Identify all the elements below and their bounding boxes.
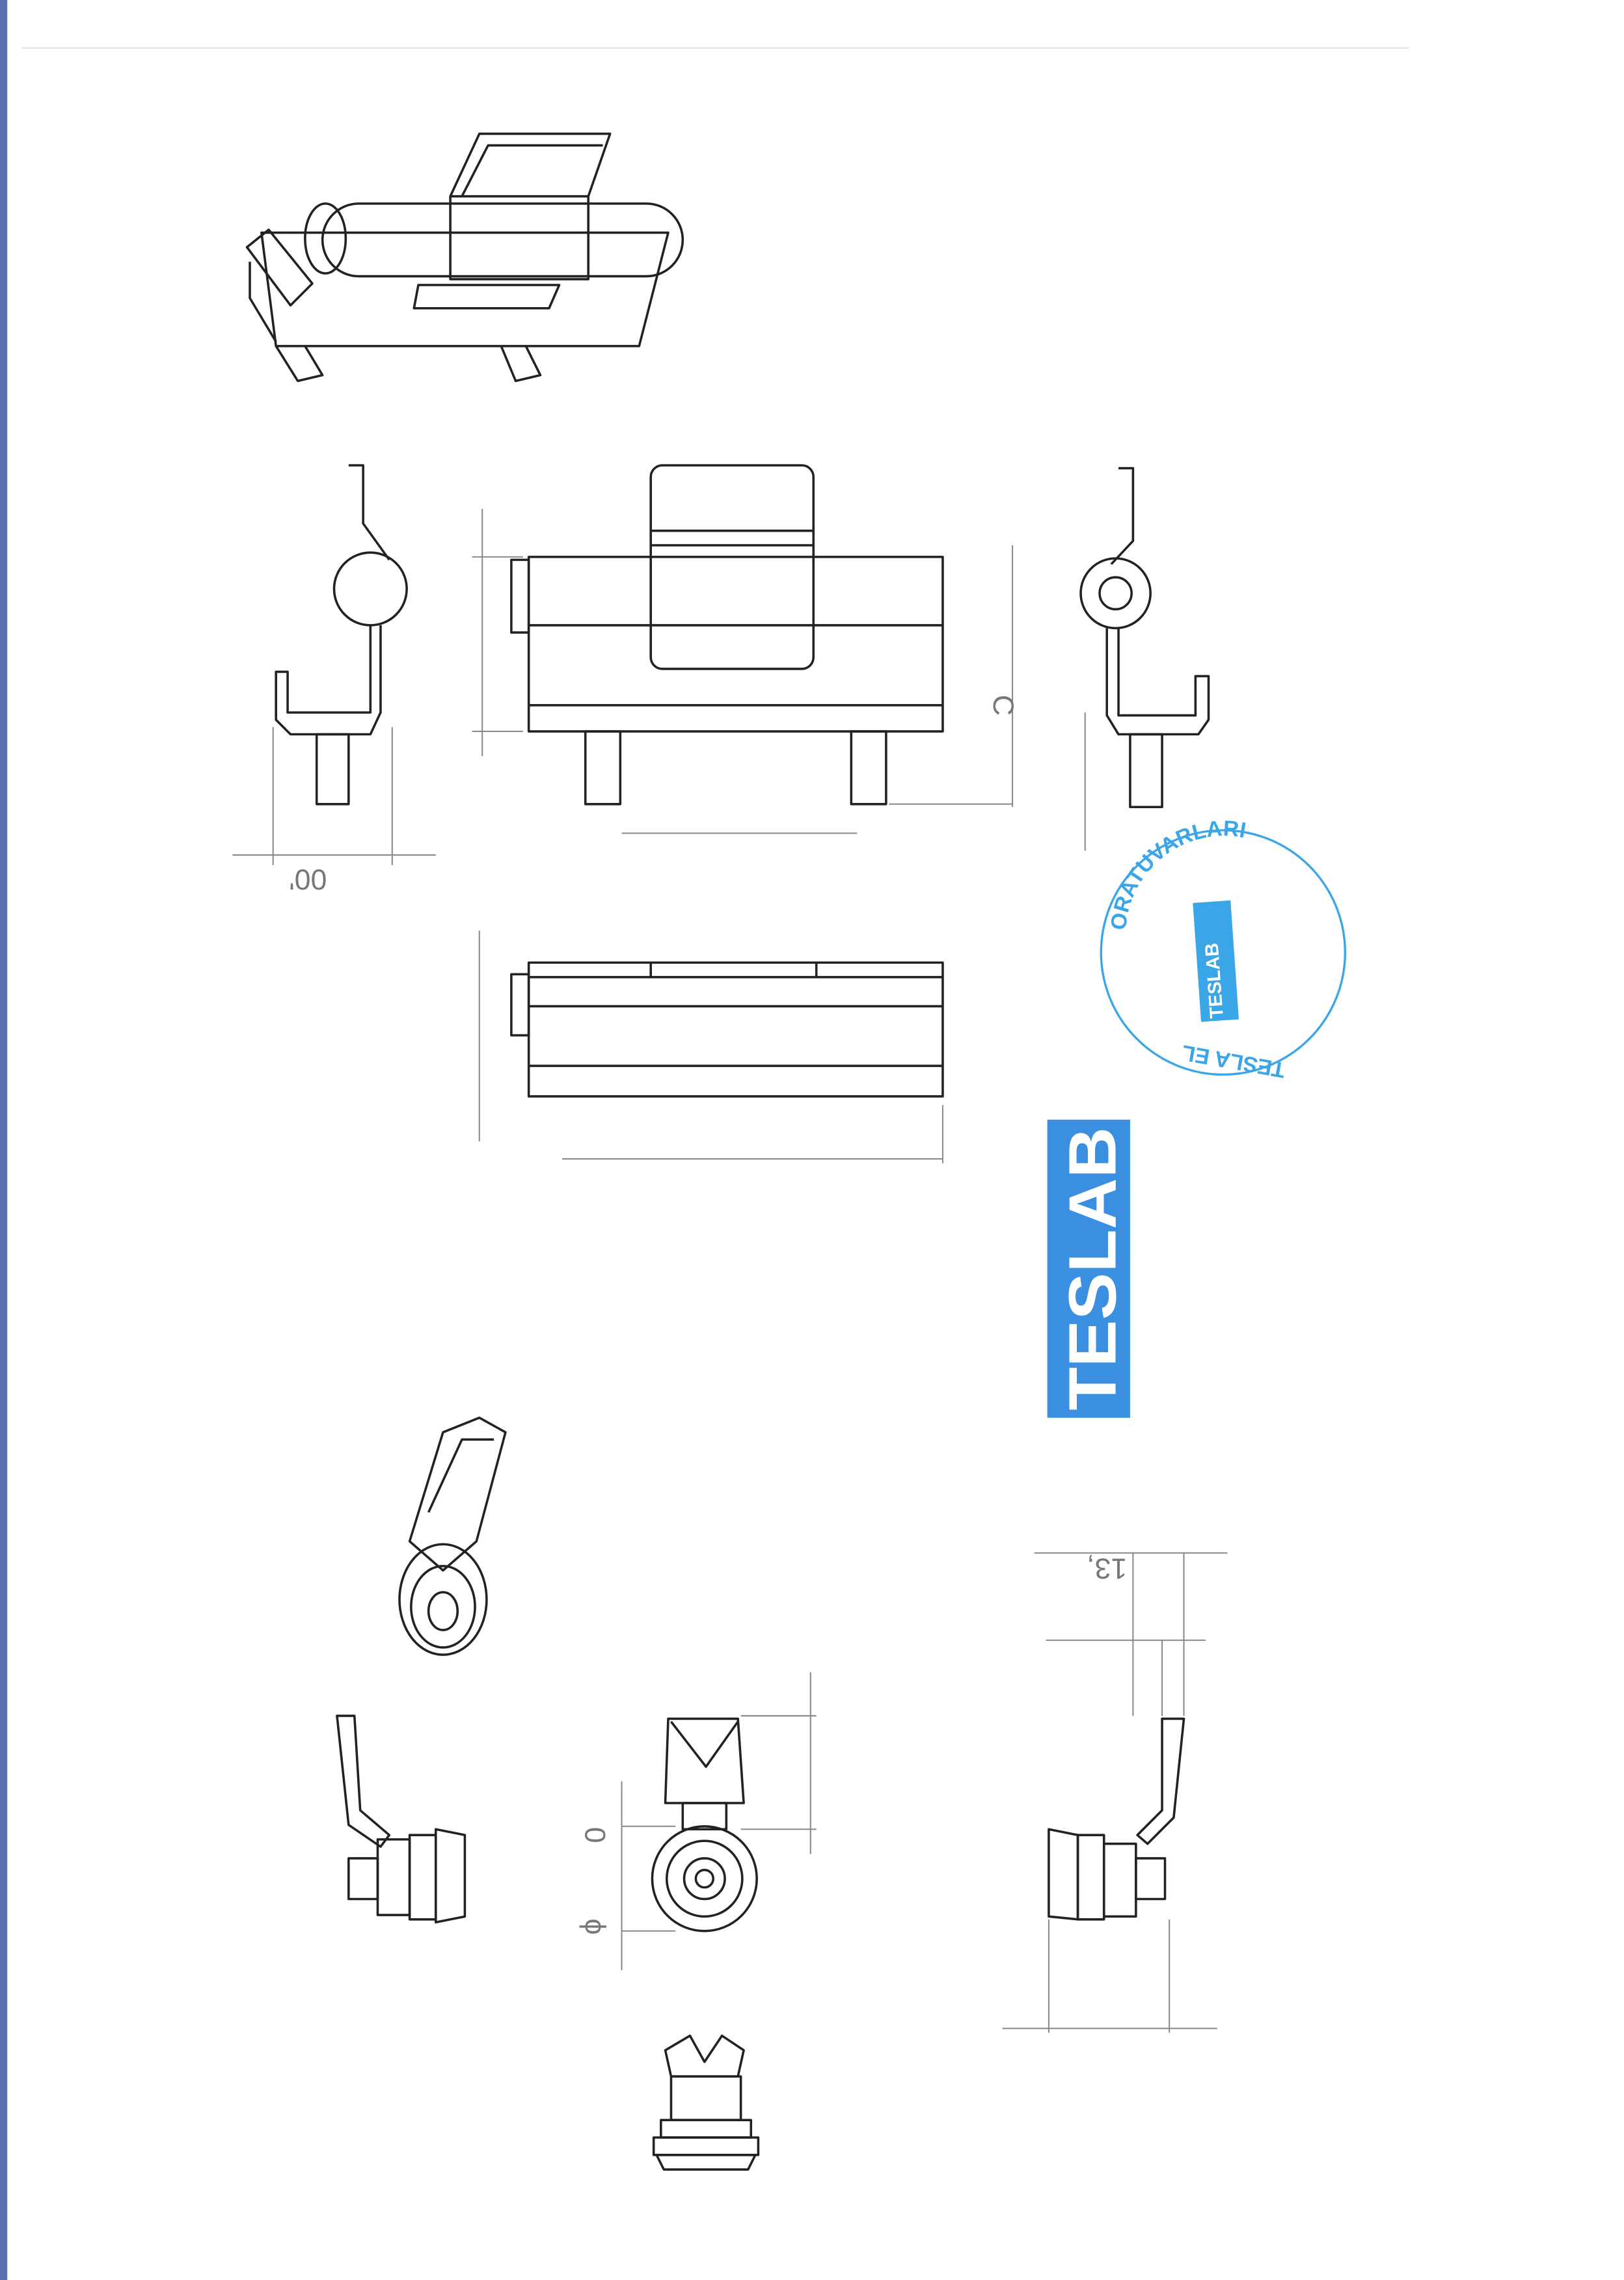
top-view-dimensions (478, 930, 943, 1163)
camlock-front-view (651, 1717, 758, 1933)
dim-label-lock-offset: 13, (1087, 1553, 1127, 1584)
front-view-dimensions (472, 509, 1014, 834)
hinge-right-side-view (1079, 467, 1210, 851)
dim-label-height-c: C (987, 695, 1019, 716)
scan-margin-strip (0, 0, 8, 2280)
approval-stamp: ORATUVARLARI TESLA EL TESLAB (1100, 817, 1347, 1082)
hinge-isometric-view (245, 132, 684, 383)
stamp-inner-logo: TESLAB (1202, 942, 1228, 1019)
dim-label-lock-diameter: ϕ (579, 1918, 611, 1934)
camlock-left-view (336, 1715, 467, 1924)
camlock-right-dimensions (1002, 1552, 1228, 2033)
dim-label-side-width: 00' (289, 863, 327, 895)
camlock-front-dimensions (621, 1672, 817, 1971)
stamp-bottom-text: TESLA EL (1180, 1040, 1288, 1081)
teslab-logo: TESLAB (1047, 1119, 1130, 1418)
hinge-front-view (510, 464, 944, 806)
camlock-isometric-view (398, 1417, 507, 1656)
hinge-top-view (510, 961, 944, 1098)
dim-label-lock-zero: 0 (579, 1827, 611, 1843)
camlock-right-view (1048, 1717, 1185, 1921)
camlock-bottom-view (652, 2034, 760, 2171)
hinge-left-side-view (232, 464, 436, 865)
logo-text: TESLAB (1055, 1127, 1130, 1411)
